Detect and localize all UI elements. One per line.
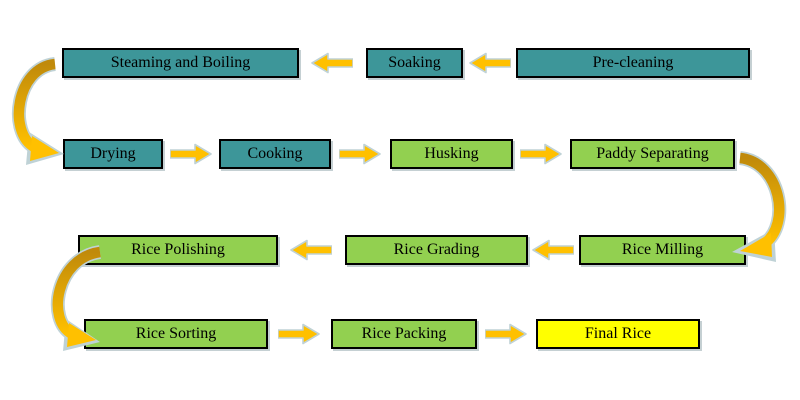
arrow-icon-rice-grading-to-rice-polishing [290,239,332,261]
flow-box-final-rice: Final Rice [536,319,700,349]
arrow-icon-drying-to-cooking [170,143,212,165]
flow-box-cooking: Cooking [219,139,331,169]
flow-box-label: Drying [90,145,136,162]
arrow-icon-rice-milling-to-rice-grading [532,239,574,261]
curved-arrow-icon-steaming-to-drying [11,57,64,165]
flow-box-label: Rice Packing [361,325,447,342]
curved-arrow-icon-paddy-separating-to-rice-milling [732,151,787,262]
arrow-icon-soaking-to-steaming [311,52,353,74]
flow-box-label: Rice Sorting [135,325,217,342]
flow-box-paddy-separating: Paddy Separating [570,139,735,169]
arrow-icon-pre-cleaning-to-soaking [469,52,511,74]
flow-box-label: Husking [424,145,479,162]
flow-box-label: Soaking [388,54,441,71]
flow-box-label: Pre-cleaning [592,54,674,71]
flow-box-drying: Drying [63,139,163,169]
flow-box-label: Rice Milling [621,241,704,258]
flow-box-rice-grading: Rice Grading [345,235,528,265]
curved-arrow-icon-rice-polishing-to-rice-sorting [50,245,102,351]
flow-box-label: Steaming and Boiling [110,54,251,71]
arrow-icon-rice-sorting-to-rice-packing [278,323,320,345]
flow-box-husking: Husking [390,139,513,169]
flow-box-rice-polishing: Rice Polishing [78,235,278,265]
flow-box-label: Rice Grading [393,241,480,258]
flow-box-label: Final Rice [584,325,652,342]
flow-box-soaking: Soaking [366,48,463,78]
arrow-icon-rice-packing-to-final-rice [485,323,527,345]
flow-box-label: Paddy Separating [596,145,709,162]
flow-box-label: Rice Polishing [131,241,225,258]
arrow-icon-cooking-to-husking [339,143,381,165]
flow-box-rice-packing: Rice Packing [331,319,477,349]
flow-box-rice-milling: Rice Milling [579,235,746,265]
arrow-icon-husking-to-paddy-separating [520,143,562,165]
flow-box-steaming-and-boiling: Steaming and Boiling [62,48,299,78]
flow-box-label: Cooking [247,145,303,162]
flow-box-pre-cleaning: Pre-cleaning [516,48,750,78]
